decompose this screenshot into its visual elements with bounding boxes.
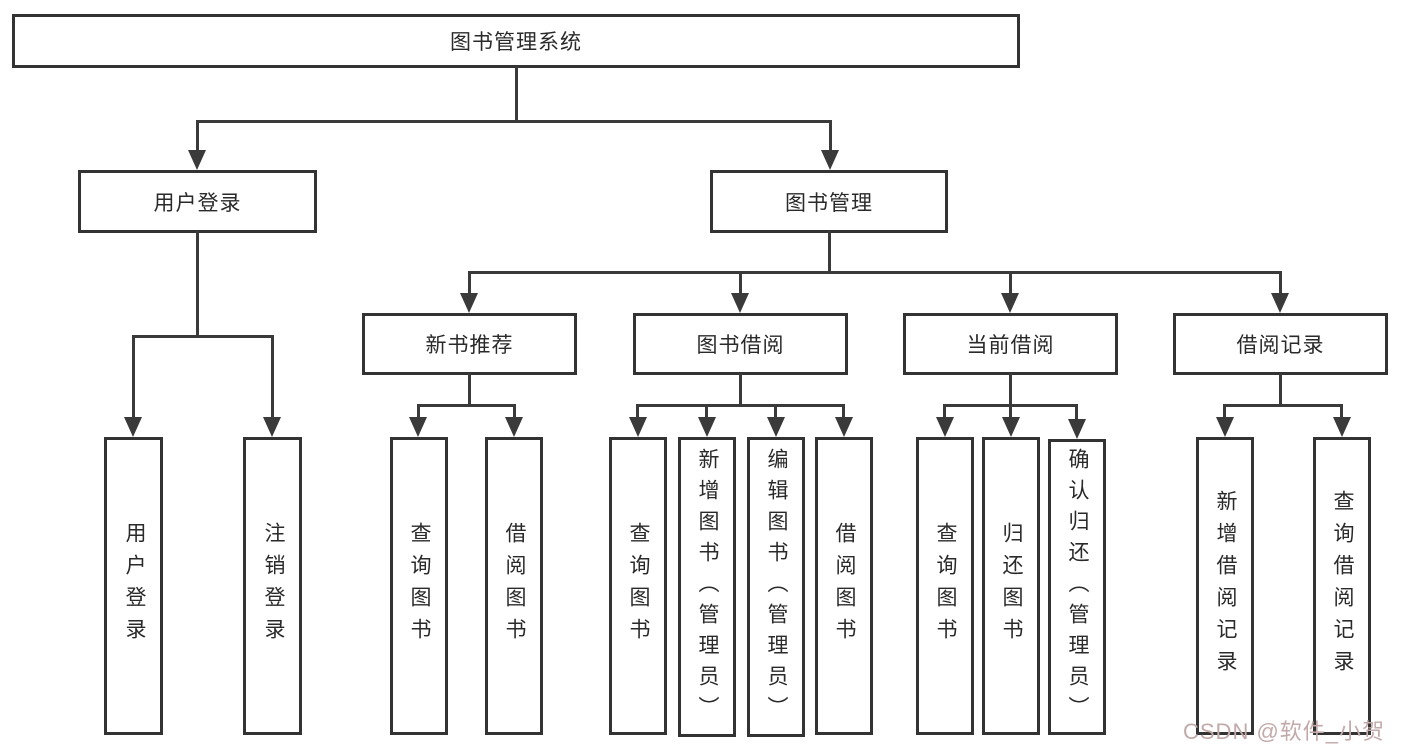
connector-line <box>1075 404 1078 419</box>
node-library-management-system: 图书管理系统 <box>12 14 1020 68</box>
arrow-down-icon <box>936 417 954 437</box>
arrow-down-icon <box>505 417 523 437</box>
connector-line <box>196 120 832 123</box>
connector-line <box>1340 404 1343 419</box>
leaf-records-query-record: 查询借阅记录 <box>1313 437 1371 735</box>
csdn-watermark: CSDN @软件_小贺同学 <box>1183 719 1386 744</box>
connector-line <box>1009 271 1012 296</box>
arrow-down-icon <box>1002 417 1020 437</box>
arrow-down-icon <box>821 150 839 170</box>
arrow-down-icon <box>188 150 206 170</box>
connector-line <box>1009 404 1012 419</box>
connector-line <box>1279 271 1282 296</box>
connector-line <box>468 373 471 406</box>
connector-line <box>774 404 777 419</box>
connector-line <box>271 335 274 419</box>
connector-line <box>829 120 832 153</box>
connector-line <box>842 404 845 419</box>
node-user-login: 用户登录 <box>78 170 317 233</box>
leaf-borrow-edit-books-admin: 编辑图书（管理员） <box>747 437 805 737</box>
connector-line <box>196 231 199 338</box>
connector-line <box>417 404 420 419</box>
connector-line <box>1279 373 1282 406</box>
leaf-current-confirm-return-admin: 确认归还（管理员） <box>1048 439 1106 735</box>
connector-line <box>1223 404 1226 419</box>
arrow-down-icon <box>698 417 716 437</box>
leaf-borrow-add-books-admin: 新增图书（管理员） <box>678 437 736 737</box>
leaf-borrow-borrow-books: 借阅图书 <box>815 437 873 735</box>
arrow-down-icon <box>409 417 427 437</box>
leaf-borrow-query-books: 查询图书 <box>609 437 667 735</box>
connector-line <box>468 271 471 296</box>
leaf-newrec-query-books: 查询图书 <box>390 437 448 735</box>
arrow-down-icon <box>629 417 647 437</box>
connector-line <box>1223 404 1343 407</box>
arrow-down-icon <box>1271 293 1289 313</box>
node-book-management: 图书管理 <box>710 170 948 233</box>
arrow-down-icon <box>731 293 749 313</box>
connector-line <box>468 271 1282 274</box>
node-new-book-recommend: 新书推荐 <box>362 313 577 375</box>
connector-line <box>196 120 199 153</box>
connector-line <box>828 231 831 274</box>
connector-line <box>513 404 516 419</box>
arrow-down-icon <box>460 293 478 313</box>
connector-line <box>515 66 518 122</box>
leaf-newrec-borrow-books: 借阅图书 <box>485 437 543 735</box>
connector-line <box>1009 373 1012 406</box>
connector-line <box>943 404 946 419</box>
node-book-borrowing: 图书借阅 <box>633 313 848 375</box>
connector-line <box>739 373 742 406</box>
node-borrowing-records: 借阅记录 <box>1173 313 1388 375</box>
leaf-current-query-books: 查询图书 <box>916 437 974 735</box>
connector-line <box>132 335 135 419</box>
arrow-down-icon <box>835 417 853 437</box>
leaf-current-return-books: 归还图书 <box>982 437 1040 735</box>
node-current-borrowing: 当前借阅 <box>903 313 1118 375</box>
arrow-down-icon <box>1216 417 1234 437</box>
connector-line <box>705 404 708 419</box>
arrow-down-icon <box>263 417 281 437</box>
leaf-user-login: 用户登录 <box>104 437 163 735</box>
leaf-records-add-record: 新增借阅记录 <box>1196 437 1254 735</box>
connector-line <box>636 404 845 407</box>
connector-line <box>132 335 274 338</box>
arrow-down-icon <box>1333 417 1351 437</box>
arrow-down-icon <box>767 417 785 437</box>
leaf-logout: 注销登录 <box>243 437 302 735</box>
arrow-down-icon <box>1068 419 1086 439</box>
connector-line <box>739 271 742 296</box>
arrow-down-icon <box>124 417 142 437</box>
arrow-down-icon <box>1001 293 1019 313</box>
connector-line <box>417 404 516 407</box>
connector-line <box>636 404 639 419</box>
